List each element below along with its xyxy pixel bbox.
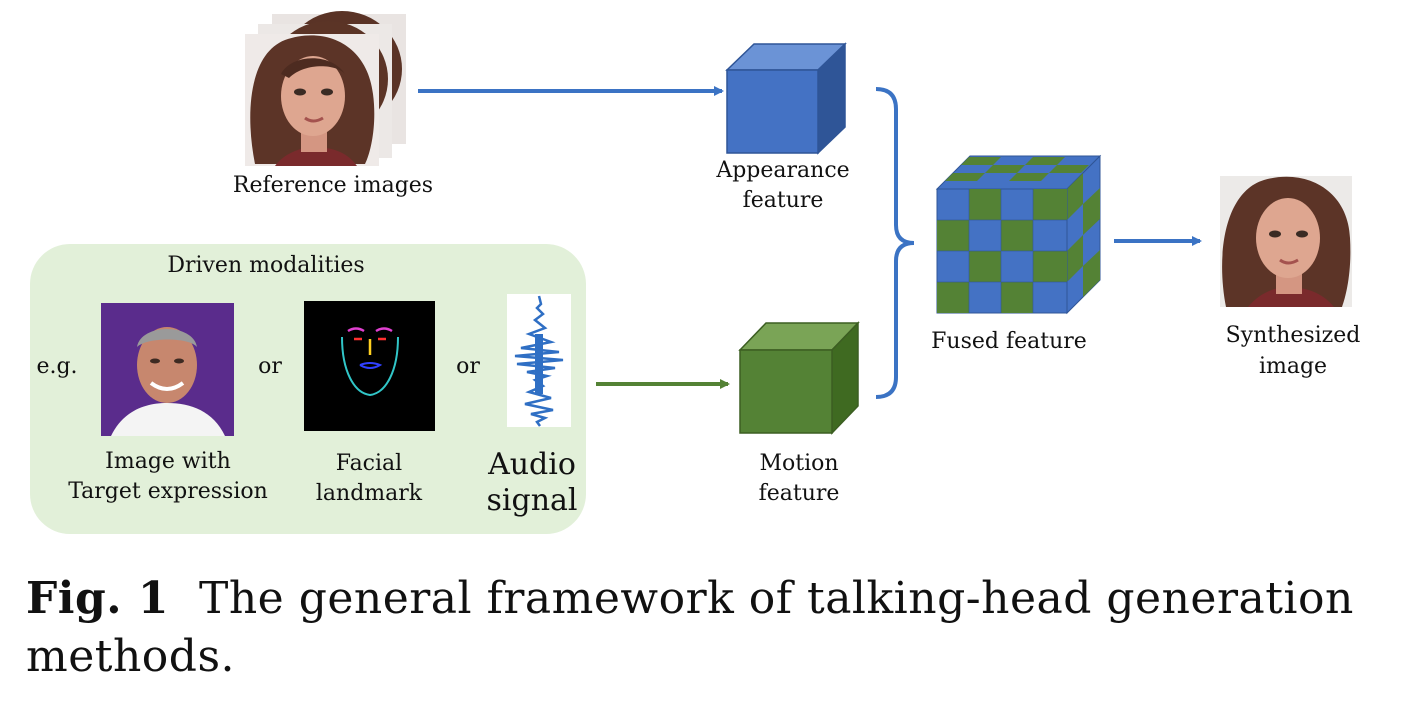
reference-image-front xyxy=(245,34,379,166)
fusion-brace xyxy=(875,87,915,399)
image-with-label-line1: Image with xyxy=(105,449,231,474)
appearance-feature-cube xyxy=(725,42,847,155)
eg-label: e.g. xyxy=(36,354,77,379)
fused-feature-cube xyxy=(935,154,1102,315)
motion-label-line1: Motion xyxy=(759,451,838,476)
reference-images-label: Reference images xyxy=(233,173,433,198)
or-label-1: or xyxy=(258,354,282,379)
facial-landmark-image xyxy=(304,301,435,431)
appearance-label-line1: Appearance xyxy=(715,158,849,183)
reference-images xyxy=(245,11,406,166)
or-label-2: or xyxy=(456,354,480,379)
caption-text: The general framework of talking-head ge… xyxy=(26,573,1354,682)
audio-label-line2: signal xyxy=(487,483,578,518)
image-with-label-line2: Target expression xyxy=(68,479,268,504)
motion-feature-cube xyxy=(738,321,860,435)
driven-modalities-label: Driven modalities xyxy=(167,253,364,278)
target-expression-image xyxy=(101,303,234,436)
facial-label-line1: Facial xyxy=(336,451,402,476)
synthesized-image xyxy=(1220,176,1352,307)
audio-label-line1: Audio xyxy=(487,447,576,482)
facial-label-line2: landmark xyxy=(316,481,423,506)
fused-feature-label: Fused feature xyxy=(931,329,1087,354)
synthesized-label-line1: Synthesized xyxy=(1226,323,1361,348)
motion-label-line2: feature xyxy=(759,481,840,506)
synthesized-label-line2: image xyxy=(1259,354,1327,379)
appearance-label-line2: feature xyxy=(743,188,824,213)
audio-signal-image xyxy=(507,294,571,427)
figure-number: Fig. 1 xyxy=(26,573,169,624)
